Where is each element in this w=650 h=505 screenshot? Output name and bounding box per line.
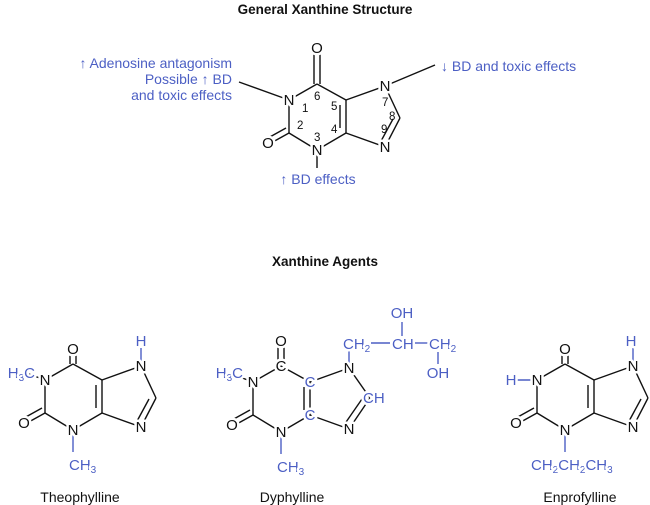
chain-oh-1: OH <box>391 305 414 322</box>
theophylline-structure: N O O N N N H H3C CH3 <box>5 331 157 479</box>
methyl-n1: H3C <box>216 365 243 384</box>
annotation-n1-line2: Possible ↑ BD <box>145 71 232 87</box>
chain-ch2-b: CH2 <box>429 336 457 355</box>
methyl-n3: CH3 <box>69 457 97 476</box>
atom-o2: O <box>262 135 274 152</box>
position-5: 5 <box>331 101 337 113</box>
position-4: 4 <box>331 124 338 136</box>
atom-n7: N <box>344 360 355 377</box>
atom-o6: O <box>67 341 79 358</box>
atom-o6: O <box>559 341 571 358</box>
atom-n9: N <box>344 421 355 438</box>
position-3: 3 <box>314 132 320 144</box>
position-7: 7 <box>382 97 388 109</box>
atom-n1: N <box>284 92 295 109</box>
enprofylline-label: Enprofylline <box>543 489 616 505</box>
atom-h7: H <box>136 333 147 350</box>
atom-o2: O <box>226 417 238 434</box>
annotation-n1-line1: ↑ Adenosine antagonism <box>79 55 232 71</box>
atom-h1: H <box>506 372 517 389</box>
annotation-n1-line3: and toxic effects <box>131 87 232 103</box>
xanthine-agents-title: Xanthine Agents <box>272 254 378 269</box>
atom-n3: N <box>68 422 79 439</box>
atom-n3: N <box>276 424 287 441</box>
chain-oh-2: OH <box>427 365 450 382</box>
atom-n9: N <box>136 419 147 436</box>
methyl-n3: CH3 <box>277 459 305 478</box>
position-2: 2 <box>297 120 303 132</box>
atom-n1: N <box>532 372 543 389</box>
dyphylline-structure: N C O C C O N N CH N H3C CH3 <box>213 331 387 481</box>
atom-c8h: CH <box>363 390 385 407</box>
atom-n3: N <box>560 422 571 439</box>
atom-c6: C <box>276 358 287 375</box>
propyl-n3: CH2CH2CH3 <box>531 457 613 476</box>
theophylline-label: Theophylline <box>40 489 120 505</box>
atom-h7: H <box>626 333 637 350</box>
atom-c4: C <box>305 407 316 424</box>
atom-o2: O <box>18 415 30 432</box>
methyl-n1: H3C <box>8 365 35 384</box>
annotation-n7: ↓ BD and toxic effects <box>441 58 576 74</box>
position-1: 1 <box>302 103 308 115</box>
atom-n1: N <box>40 372 51 389</box>
atom-n9: N <box>628 419 639 436</box>
atom-n7: N <box>628 358 639 375</box>
position-6: 6 <box>314 91 320 103</box>
general-structure-title: General Xanthine Structure <box>238 2 413 17</box>
atom-n1: N <box>248 374 259 391</box>
atom-n7: N <box>136 358 147 375</box>
position-9: 9 <box>381 124 387 136</box>
dihydroxypropyl-chain: CH2 CH CH2 OH OH <box>341 303 460 385</box>
general-xanthine-structure: N O O N N N 1 2 3 4 5 6 7 8 9 <box>238 38 436 168</box>
chain-ch2-a: CH2 <box>343 336 371 355</box>
atom-n3: N <box>312 142 323 159</box>
atom-o6: O <box>275 333 287 350</box>
enprofylline-structure: N O O N N N H H CH2CH2CH3 <box>503 331 649 479</box>
atom-o6: O <box>311 40 323 57</box>
atom-n9: N <box>380 139 391 156</box>
annotation-n3: ↑ BD effects <box>280 171 355 187</box>
dyphylline-label: Dyphylline <box>260 489 325 505</box>
atom-o2: O <box>510 415 522 432</box>
chain-ch: CH <box>392 336 414 353</box>
atom-n7: N <box>380 78 391 95</box>
position-8: 8 <box>389 111 395 123</box>
atom-c5: C <box>305 374 316 391</box>
